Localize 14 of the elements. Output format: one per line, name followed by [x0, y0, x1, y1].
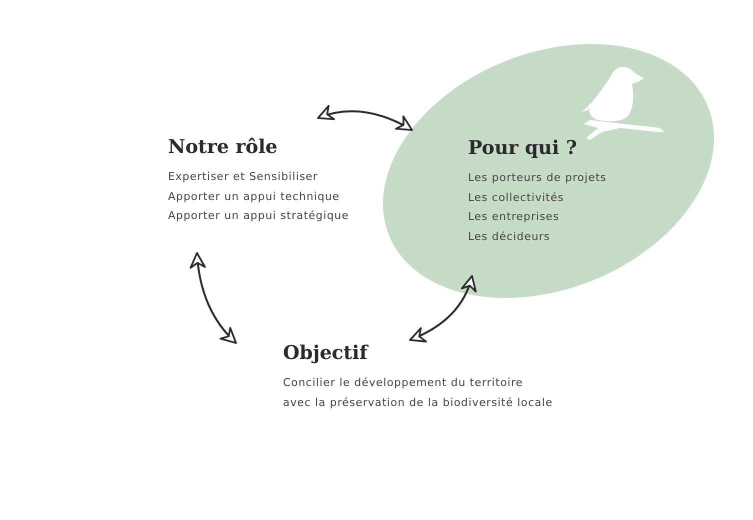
heading: Objectif — [283, 341, 368, 365]
list-item: Apporter un appui stratégique — [168, 208, 349, 224]
list-item: Les entreprises — [468, 209, 560, 225]
list-item: Les porteurs de projets — [468, 170, 607, 186]
list-item: Les décideurs — [468, 228, 552, 244]
double-arrow — [317, 105, 413, 131]
list-item: Expertiser et Sensibiliser — [168, 169, 319, 185]
double-arrow — [190, 252, 237, 344]
description: Concilier le développement du territoire avec la préservation de la biodiversité locale — [283, 375, 554, 410]
list-item: Apporter un appui technique — [168, 188, 341, 204]
list-item: Les collectivités — [468, 190, 565, 206]
heading: Notre rôle — [168, 135, 278, 159]
double-arrow — [409, 275, 476, 342]
heading: Pour qui ? — [468, 136, 577, 160]
